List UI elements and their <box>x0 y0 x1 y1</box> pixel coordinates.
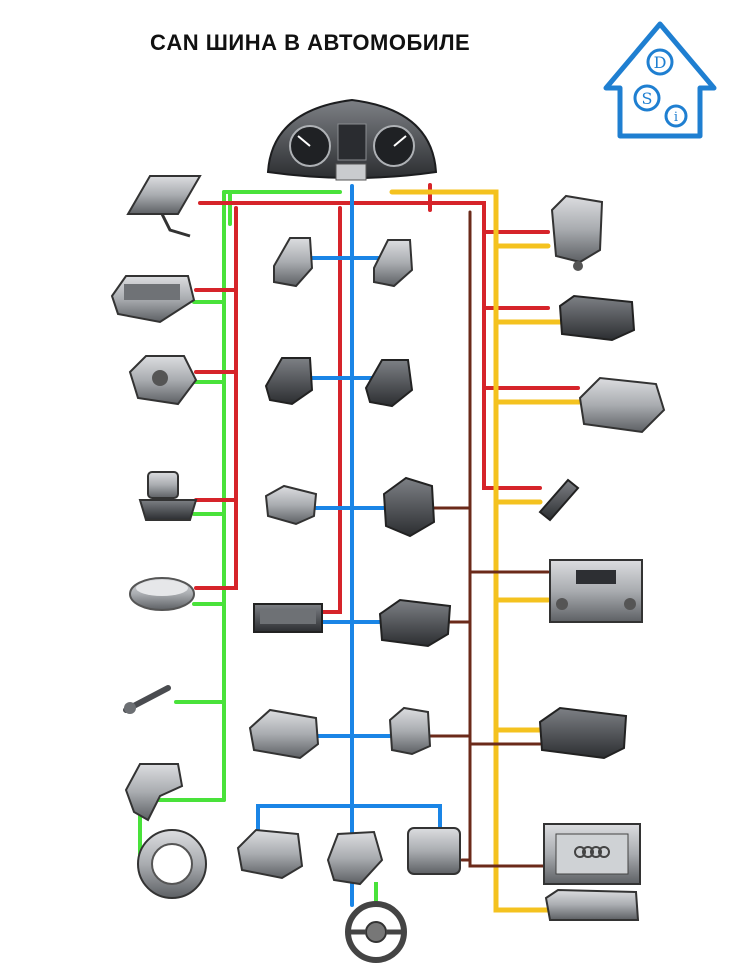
yellow-bus-wires <box>389 189 583 913</box>
center-module-2b <box>364 359 414 408</box>
display-unit <box>543 823 641 885</box>
dsi-logo: D S i <box>603 21 717 139</box>
center-switch-panel <box>253 603 323 633</box>
radio-head-unit <box>549 559 643 623</box>
control-unit-left-1 <box>110 275 196 324</box>
logo-gear-i <box>664 104 688 128</box>
navigation-drive-unit <box>544 888 640 921</box>
remote-key-right <box>538 478 580 522</box>
amplifier-unit <box>538 706 628 760</box>
control-unit-right-2 <box>558 294 636 342</box>
bottom-steering-column <box>326 830 384 886</box>
logo-gear-s <box>633 84 661 112</box>
temperature-sensor-left <box>123 685 171 714</box>
bottom-module-a <box>236 828 304 880</box>
steering-wheel <box>345 882 407 963</box>
center-module-1b <box>373 239 414 288</box>
logo-gear-d <box>646 48 674 76</box>
control-unit-right-3 <box>578 376 666 434</box>
logo-letter-d: D <box>654 53 667 72</box>
light-sensor-left <box>129 577 195 611</box>
brown-bus-wires <box>428 210 552 868</box>
instrument-cluster <box>266 98 438 181</box>
bottom-module-c <box>407 827 461 875</box>
clock-spring-left <box>137 829 207 899</box>
logo-letter-i: i <box>674 110 678 125</box>
center-module-3b <box>382 476 436 538</box>
center-module-4b <box>378 598 452 648</box>
center-module-5b <box>388 706 432 756</box>
pedal-bracket-left <box>124 763 184 822</box>
abs-unit-left <box>138 471 198 521</box>
control-unit-left-2 <box>128 355 198 406</box>
logo-letter-s: S <box>642 89 653 108</box>
steering-angle-sensor-top-left <box>126 175 202 238</box>
blue-bus-wires <box>256 184 442 907</box>
center-module-3a <box>264 484 318 526</box>
center-module-1a <box>273 237 314 288</box>
center-module-5a <box>248 708 320 760</box>
control-unit-right-1 <box>550 194 604 271</box>
diagram-title: CAN ШИНА В АВТОМОБИЛЕ <box>150 30 471 55</box>
center-module-2a <box>264 357 314 406</box>
